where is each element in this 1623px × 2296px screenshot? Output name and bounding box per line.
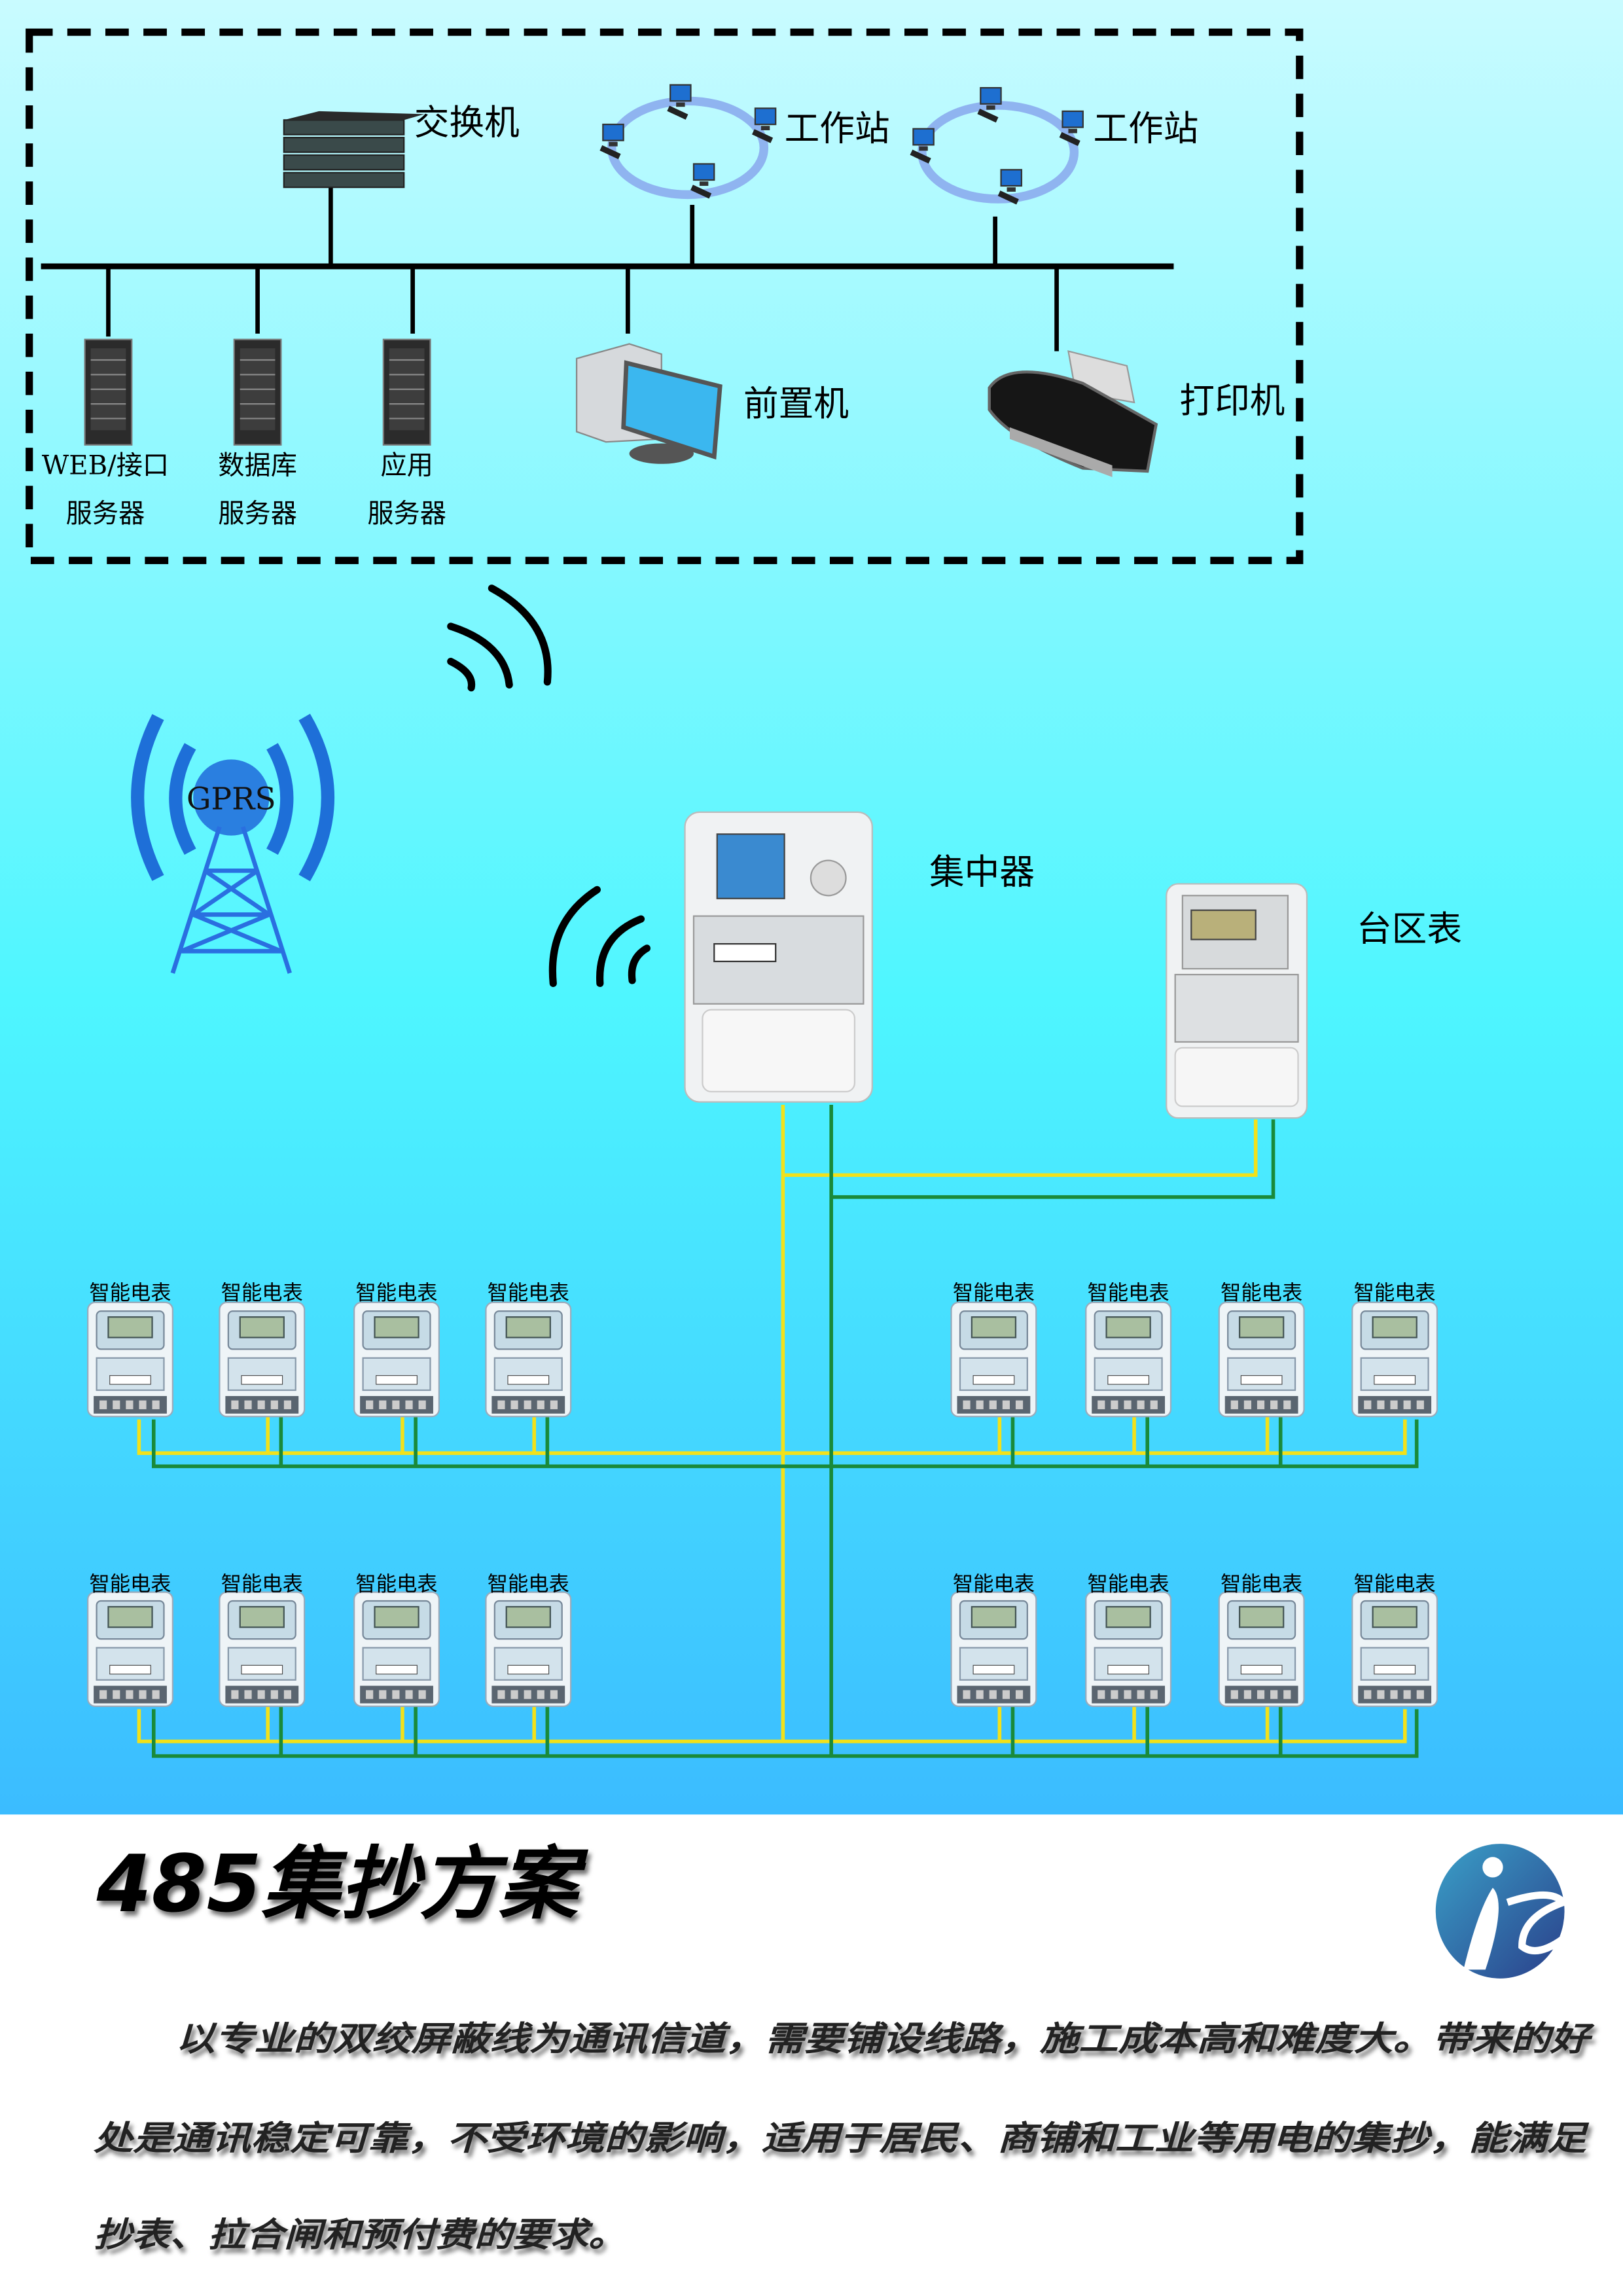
server-label: 数据库 [218,450,297,480]
smart-meter-icon [219,1591,306,1708]
server-label: 服务器 [66,499,145,529]
gprs-label: GPRS [187,781,276,817]
smart-meter-icon [87,1591,173,1708]
smart-meter: 智能电表 [1218,1281,1305,1418]
smart-meter-label: 智能电表 [1354,1572,1436,1596]
server-label: 应用 [380,450,433,480]
area-meter-label: 台区表 [1357,908,1462,950]
smart-meter: 智能电表 [353,1281,440,1418]
footer-background [0,1814,1623,2296]
workstation-ring-icon [909,87,1084,206]
lan-bus [41,178,1174,351]
smart-meter-icon [1218,1591,1305,1708]
smart-meter-label: 智能电表 [1221,1572,1302,1596]
smart-meter-label: 智能电表 [488,1281,569,1304]
smart-meter-label: 智能电表 [1088,1281,1169,1304]
workstation-label: 工作站 [785,108,890,149]
smart-meter-icon [950,1301,1037,1418]
switch-icon [283,111,425,188]
smart-meter-icon [1351,1591,1438,1708]
rs485-wiring [137,1105,1419,1758]
wireless-signal-icon [447,584,552,692]
smart-meter-label: 智能电表 [953,1572,1035,1596]
smart-meter: 智能电表 [485,1572,572,1708]
area-meter-device-icon [1166,883,1308,1119]
smart-meter-label: 智能电表 [355,1572,437,1596]
smart-meter-icon [87,1301,173,1418]
smart-meter-icon [353,1591,440,1708]
printer-icon [988,350,1158,477]
smart-meter-label: 智能电表 [221,1572,303,1596]
wireless-signal-icon [548,886,651,988]
smart-meter: 智能电表 [1351,1281,1438,1418]
smart-meter-label: 智能电表 [488,1572,569,1596]
description-line: 以专业的双绞屏蔽线为通讯信道，需要铺设线路，施工成本高和难度大。带来的好 [175,2019,1595,2058]
smart-meter-icon [1218,1301,1305,1418]
smart-meter: 智能电表 [219,1281,306,1418]
server-icon [84,338,133,446]
smart-meter-icon [485,1591,572,1708]
server-icon [382,338,431,446]
server-label: WEB/接口 [42,450,169,480]
switch-label: 交换机 [414,102,520,143]
smart-meter-label: 智能电表 [89,1281,171,1304]
description-line: 处是通讯稳定可靠，不受环境的影响，适用于居民、商铺和工业等用电的集抄，能满足 [93,2119,1590,2158]
smart-meter-icon [1085,1591,1172,1708]
smart-meter: 智能电表 [1218,1572,1305,1708]
desktop-computer-icon [575,343,722,464]
smart-meter: 智能电表 [1085,1281,1172,1418]
smart-meter-label: 智能电表 [355,1281,437,1304]
company-logo [1435,1844,1569,1979]
smart-meter-icon [485,1301,572,1418]
smart-meter: 智能电表 [353,1572,440,1708]
wire-a [137,1105,1407,1744]
smart-meter: 智能电表 [485,1281,572,1418]
smart-meter-icon [353,1301,440,1418]
master-station-boundary [26,28,1304,564]
server-label: 服务器 [367,499,446,529]
smart-meter: 智能电表 [87,1572,173,1708]
smart-meter: 智能电表 [1085,1572,1172,1708]
smart-meter-label: 智能电表 [1088,1572,1169,1596]
smart-meter-label: 智能电表 [1221,1281,1302,1304]
server-label: 服务器 [218,499,297,529]
gprs-tower-icon [131,713,334,974]
solution-title: 485集抄方案 [96,1839,589,1930]
smart-meter-label: 智能电表 [1354,1281,1436,1304]
workstation-label: 工作站 [1093,108,1198,149]
smart-meter: 智能电表 [87,1281,173,1418]
server-icon [233,338,282,446]
smart-meter-label: 智能电表 [953,1281,1035,1304]
description-line: 抄表、拉合闸和预付费的要求。 [94,2215,626,2255]
smart-meter-icon [950,1591,1037,1708]
front-machine-label: 前置机 [743,383,849,424]
smart-meter: 智能电表 [950,1572,1037,1708]
smart-meter-icon [1351,1301,1438,1418]
smart-meter-icon [219,1301,306,1418]
smart-meter-array: 智能电表智能电表智能电表智能电表智能电表智能电表智能电表智能电表智能电表智能电表… [87,1281,1438,1708]
concentrator-device-icon [684,811,873,1103]
smart-meter: 智能电表 [950,1281,1037,1418]
workstation-ring-icon [599,84,777,200]
smart-meter: 智能电表 [219,1572,306,1708]
concentrator-label: 集中器 [929,851,1035,892]
wire-b [152,1105,1419,1758]
smart-meter: 智能电表 [1351,1572,1438,1708]
smart-meter-label: 智能电表 [89,1572,171,1596]
printer-label: 打印机 [1179,380,1285,422]
smart-meter-label: 智能电表 [221,1281,303,1304]
smart-meter-icon [1085,1301,1172,1418]
